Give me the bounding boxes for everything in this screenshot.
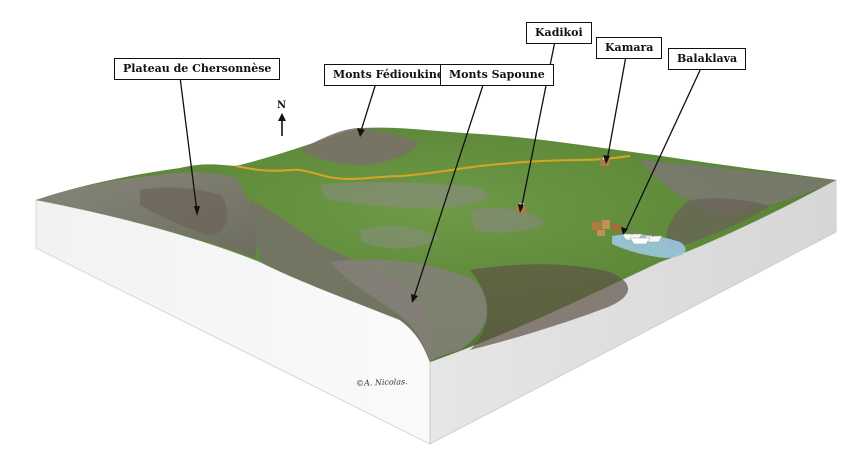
- rock-south-center: [330, 259, 489, 362]
- label-fedioukine: Monts Fédioukine: [324, 64, 453, 86]
- label-sapoune: Monts Sapoune: [440, 64, 554, 86]
- rock-kadikoi-hills: [470, 208, 545, 233]
- leader-line-sapoune: [412, 81, 485, 301]
- label-kadikoi: Kadikoi: [526, 22, 592, 44]
- leader-line-kamara: [606, 55, 627, 162]
- north-arrow-icon: [278, 113, 286, 136]
- leader-line-plateau: [179, 76, 198, 213]
- rock-south-brown: [470, 264, 629, 350]
- rock-east-ridge: [640, 160, 836, 214]
- leader-line-fedioukine: [359, 82, 377, 135]
- author-credit: ©A. Nicolas.: [355, 377, 408, 388]
- rock-east-inner: [666, 198, 770, 250]
- north-label: N: [277, 100, 287, 111]
- label-balaklava: Balaklava: [668, 48, 747, 70]
- rock-causeway: [320, 182, 489, 208]
- road-line: [235, 155, 631, 180]
- balaklava-ships-icon: [621, 226, 663, 245]
- rock-fedioukine: [300, 128, 420, 165]
- label-plateau: Plateau de Chersonnèse: [114, 58, 281, 80]
- rock-sapoune-ridge: [250, 200, 431, 362]
- balaklava-town-icon: [592, 220, 621, 236]
- label-kamara: Kamara: [596, 37, 663, 59]
- leader-line-balaklava: [624, 65, 703, 233]
- rock-plateau-inner: [140, 187, 228, 236]
- rock-center-knoll: [360, 225, 440, 249]
